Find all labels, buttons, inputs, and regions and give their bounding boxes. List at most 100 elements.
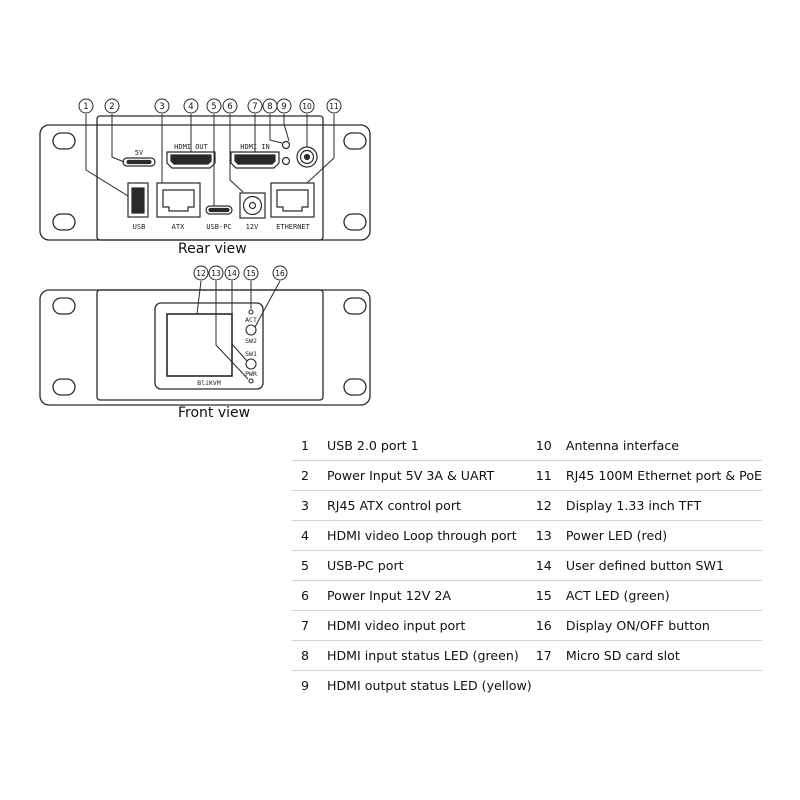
mounting-slot [343,132,367,150]
callout-11: 11 [329,102,339,111]
legend-number: 3 [292,490,328,521]
mounting-slot [343,378,367,396]
legend-description: Power Input 12V 2A [327,580,532,611]
sw1-button-icon [245,358,257,370]
label-12v: 12V [246,223,259,231]
legend-description: RJ45 ATX control port [327,490,532,521]
rear-panel [39,115,371,241]
display-bezel [154,302,264,390]
legend-number: 11 [531,460,566,491]
legend-number: 7 [292,610,328,641]
legend-description: HDMI video input port [327,610,532,641]
mounting-slot [52,378,76,396]
label-atx: ATX [172,223,185,231]
callout-16: 16 [275,269,285,278]
legend-number: 2 [292,460,328,491]
front-leader-lines [196,280,281,380]
front-body [96,289,324,401]
legend-number: 16 [531,610,566,641]
legend-description: Power Input 5V 3A & UART [327,460,532,491]
label-5v: 5V [135,149,144,157]
rear-callouts [78,98,342,114]
label-usb-pc: USB-PC [206,223,231,231]
label-hdmi-in: HDMI IN [240,143,270,151]
hdmi-in-port-icon [230,151,280,169]
brand-logo-text: BliKVM [197,379,221,387]
legend-number: 4 [292,520,328,551]
legend-description: Power LED (red) [565,520,762,551]
callout-4: 4 [188,102,193,112]
callout-13: 13 [211,269,221,278]
front-mounting-flange [39,289,371,406]
callout-9: 9 [281,102,286,112]
rear-view-caption: Rear view [178,241,247,257]
callout-10: 10 [302,102,312,111]
legend-number: 13 [531,520,566,551]
usb-pc-port-icon [205,205,233,215]
rear-leader-lines [85,114,335,206]
mounting-slot [52,213,76,231]
legend-description: USB-PC port [327,550,532,581]
mounting-slot [343,297,367,315]
callout-3: 3 [159,102,164,112]
legend-description [566,671,762,701]
legend-number [532,671,566,701]
legend-number: 17 [531,640,566,671]
callout-12: 12 [196,269,206,278]
sw2-button-icon [245,324,257,336]
tft-display-icon [166,313,233,377]
legend-number: 15 [531,580,566,611]
usb-port-icon [127,182,149,218]
mounting-slot [52,132,76,150]
legend-description: HDMI video Loop through port [327,520,532,551]
label-hdmi-out: HDMI OUT [174,143,209,151]
legend-number: 5 [292,550,328,581]
label-ethernet: ETHERNET [276,223,311,231]
hdmi-input-led-icon [281,140,291,150]
label-sw1: SW1 [245,350,257,358]
rear-body [96,115,324,241]
label-pwr: PWR [245,370,257,378]
legend-description: HDMI output status LED (yellow) [327,678,532,693]
legend-description: Micro SD card slot [565,640,762,671]
callout-5: 5 [211,102,216,112]
label-act: ACT [245,316,257,324]
hdmi-output-led-icon [281,156,291,166]
legend-description: RJ45 100M Ethernet port & PoE [565,460,762,491]
legend-description: HDMI input status LED (green) [327,640,532,671]
mounting-slot [343,213,367,231]
legend-description: ACT LED (green) [565,580,762,611]
device-diagram: 1 2 3 4 5 6 7 8 9 10 11 5V HDMI OUT HDMI… [39,98,371,406]
rj45-ethernet-port-icon [270,182,315,218]
callout-1: 1 [83,102,88,112]
legend-description: USB 2.0 port 1 [327,431,532,461]
legend-number: 9 [301,678,310,693]
legend-description: Display 1.33 inch TFT [565,490,762,521]
callout-14: 14 [227,269,237,278]
legend-number: 10 [531,431,566,461]
legend-description: User defined button SW1 [565,550,762,581]
label-sw2: SW2 [245,337,257,345]
callout-8: 8 [267,102,272,112]
legend-description: Display ON/OFF button [565,610,762,641]
hdmi-out-port-icon [166,151,216,169]
legend-number: 8 [292,640,328,671]
front-view-caption: Front view [178,405,251,421]
callout-6: 6 [227,102,232,112]
act-led-icon [248,309,254,315]
front-panel [39,289,371,406]
legend-number: 1 [292,431,328,461]
pwr-led-icon [248,378,254,384]
dc-12v-port-icon [239,192,266,219]
legend-number: 6 [292,580,328,611]
legend-number: 12 [531,490,566,521]
